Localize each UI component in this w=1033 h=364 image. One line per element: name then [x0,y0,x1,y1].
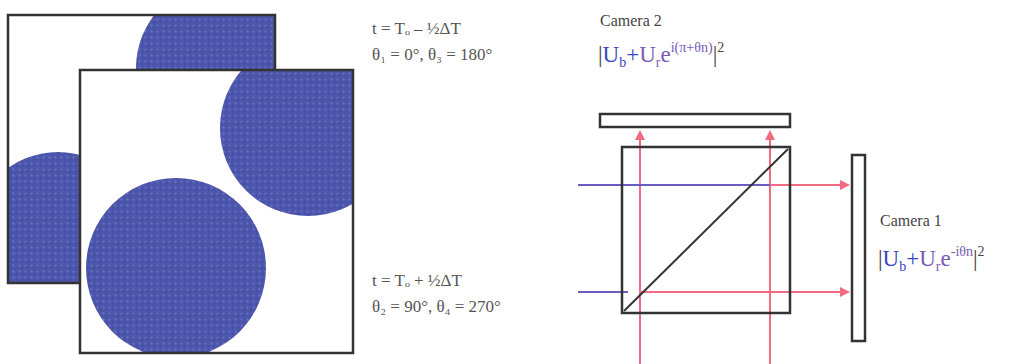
formula-term: b [899,259,906,274]
formula-term: U [603,42,620,67]
camera-label: Camera 2 [600,12,662,30]
formula-term: b [619,55,626,70]
time-label: t = Tₒ – ½ΔT [372,20,461,39]
formula-term: i(π+θn) [671,40,713,55]
time-label: t = Tₒ + ½ΔT [372,272,462,291]
formula-term: + [906,246,919,271]
formula-term: | [878,246,883,271]
front-frame [80,40,396,358]
beam-splitter [578,114,865,364]
phase-label: θ₂ = 90°, θ₄ = 270° [372,298,501,317]
formula-term: r [936,259,941,274]
formula-term: e [661,42,671,67]
formula-term: | [713,42,718,67]
formula-term: -iθn [951,244,973,259]
formula-term: | [973,246,978,271]
formula-term: r [656,55,661,70]
phase-label: θ₁ = 0°, θ₃ = 180° [372,46,492,65]
formula-term: U [919,246,936,271]
intensity-formula: |Ub+Ure-iθn|2 [878,244,985,276]
formula-term: 2 [717,40,724,55]
intensity-formula: |Ub+Urei(π+θn)|2 [598,40,724,72]
formula-term: | [598,42,603,67]
formula-term: 2 [978,244,985,259]
camera-label: Camera 1 [880,212,942,230]
formula-term: U [639,42,656,67]
formula-term: e [941,246,951,271]
formula-term: U [883,246,900,271]
formula-term: + [626,42,639,67]
